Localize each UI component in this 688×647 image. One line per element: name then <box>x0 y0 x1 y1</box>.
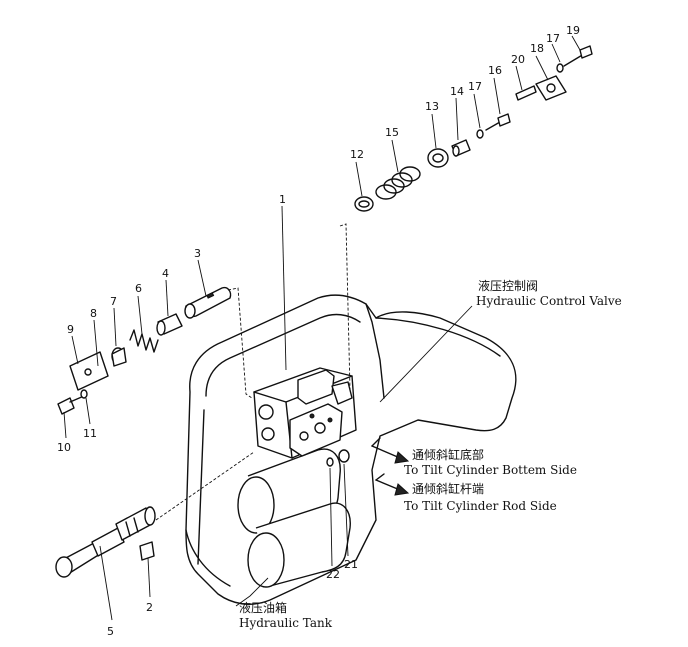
callout-15: 15 <box>385 126 399 139</box>
part-2-plug <box>139 541 155 561</box>
part-13-cap <box>427 148 449 168</box>
label-tilt-bottom-cn: 通倾斜缸底部 <box>412 447 484 462</box>
callout-6: 6 <box>135 282 142 295</box>
part-16-bolt <box>485 113 511 131</box>
callout-17a: 17 <box>468 80 482 93</box>
callout-7: 7 <box>110 295 117 308</box>
callout-13: 13 <box>425 100 439 113</box>
tilt-port-arrows <box>371 437 410 496</box>
callout-11: 11 <box>83 427 97 440</box>
labels: 液压控制阀 Hydraulic Control Valve 通倾斜缸底部 To … <box>239 278 622 630</box>
part-17-washer-lower <box>476 129 484 139</box>
part-12-ring <box>354 196 374 212</box>
part-7-collar <box>111 347 127 367</box>
label-tilt-bottom-en: To Tilt Cylinder Bottem Side <box>404 463 577 477</box>
part-15-spring-set <box>375 166 421 200</box>
callout-10: 10 <box>57 441 71 454</box>
label-tilt-rod-cn: 通倾斜缸杆端 <box>412 481 484 496</box>
label-control-valve-cn: 液压控制阀 <box>478 278 538 293</box>
label-tank-cn: 液压油箱 <box>239 600 287 615</box>
assembly-guide-lines <box>155 223 351 521</box>
part-3-spool-sleeve <box>184 286 232 319</box>
callout-22: 22 <box>326 568 340 581</box>
part-9-plate <box>69 351 109 391</box>
callout-19: 19 <box>566 24 580 37</box>
callout-5: 5 <box>107 625 114 638</box>
part-19-bolt <box>563 45 593 67</box>
part-5-spool <box>55 506 156 578</box>
callout-17b: 17 <box>546 32 560 45</box>
callout-2: 2 <box>146 601 153 614</box>
hydraulic-tank <box>185 294 517 605</box>
leader-lines <box>63 35 581 621</box>
part-10-bolt <box>57 395 85 415</box>
control-valve-body <box>253 367 357 459</box>
part-21-oring <box>338 449 350 463</box>
part-18-flange <box>535 75 567 101</box>
callout-21: 21 <box>344 558 358 571</box>
part-17-washer-upper <box>556 63 564 73</box>
callout-12: 12 <box>350 148 364 161</box>
label-tank-en: Hydraulic Tank <box>239 616 333 630</box>
part-22-oring <box>326 457 334 467</box>
part-4-plug <box>156 313 183 336</box>
callout-4: 4 <box>162 267 169 280</box>
callout-8: 8 <box>90 307 97 320</box>
part-callouts: 1 2 3 4 5 6 7 8 9 10 11 12 13 14 15 16 1… <box>57 24 580 638</box>
callout-9: 9 <box>67 323 74 336</box>
part-11-washer <box>80 389 88 399</box>
part-14-piston <box>451 139 471 157</box>
callout-1: 1 <box>279 193 286 206</box>
callout-16: 16 <box>488 64 502 77</box>
label-tilt-rod-en: To Tilt Cylinder Rod Side <box>404 499 557 513</box>
part-6-spring <box>129 329 159 353</box>
callout-3: 3 <box>194 247 201 260</box>
part-20-pin <box>515 85 537 101</box>
callout-18: 18 <box>530 42 544 55</box>
callout-14: 14 <box>450 85 464 98</box>
tank-cylinders <box>237 448 351 588</box>
label-control-valve-en: Hydraulic Control Valve <box>476 294 622 308</box>
callout-20: 20 <box>511 53 525 66</box>
